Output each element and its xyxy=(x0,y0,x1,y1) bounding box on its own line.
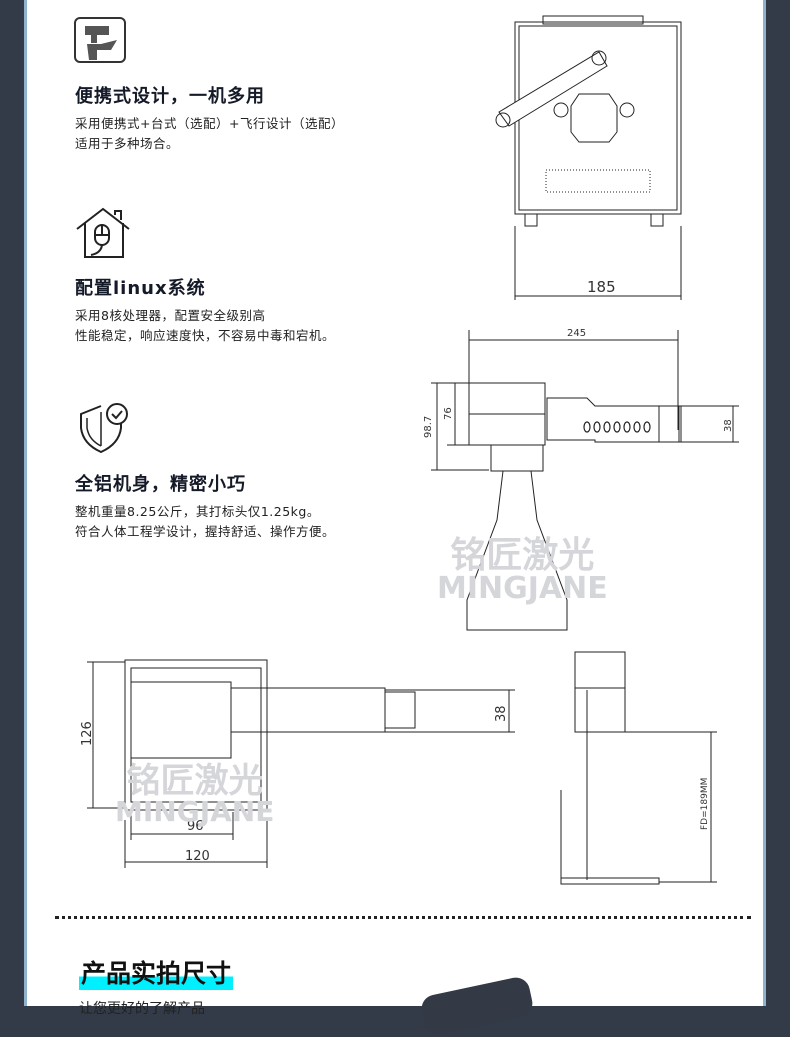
feature-linux: 配置linux系统 采用8核处理器，配置安全级别高 性能稳定，响应速度快，不容易… xyxy=(75,274,335,346)
dim-head-length: 245 xyxy=(567,328,586,339)
watermark-cn: 铭匠激光 xyxy=(126,761,263,801)
section-title: 产品实拍尺寸 xyxy=(79,954,234,990)
dim-top-height: 126 xyxy=(80,721,95,746)
dim-barrel-dia: 38 xyxy=(723,419,734,432)
feature-line: 整机重量8.25公斤，其打标头仅1.25kg。 xyxy=(75,504,320,519)
feature-line: 采用8核处理器，配置安全级别高 xyxy=(75,308,266,323)
dotted-divider xyxy=(55,916,751,919)
section-subtitle: 让您更好的了解产品 xyxy=(79,1001,205,1017)
dim-top-barrel: 38 xyxy=(494,705,509,722)
feature-title: 配置linux系统 xyxy=(75,278,206,299)
feature-line: 性能稳定，响应速度快，不容易中毒和宕机。 xyxy=(75,328,336,343)
front-view-drawing xyxy=(495,15,682,300)
top-view-drawing xyxy=(87,659,515,868)
feature-portable: 便携式设计，一机多用 采用便携式+台式（选配）+飞行设计（选配） 适用于多种场合… xyxy=(75,82,344,154)
house-mouse-icon xyxy=(76,207,130,258)
shield-check-icon xyxy=(80,403,128,454)
dim-top-inner-width: 96 xyxy=(187,819,204,834)
dim-front-width: 185 xyxy=(587,278,616,296)
watermark-cn: 铭匠激光 xyxy=(450,535,595,576)
technical-drawings: 185 245 98.7 76 38 126 38 96 120 FD=189M… xyxy=(80,15,739,885)
feature-line: 适用于多种场合。 xyxy=(75,136,180,151)
side-view-drawing xyxy=(431,330,739,631)
feature-line: 采用便携式+台式（选配）+飞行设计（选配） xyxy=(75,116,344,131)
feature-title: 全铝机身，精密小巧 xyxy=(75,474,246,495)
feature-title: 便携式设计，一机多用 xyxy=(75,86,265,107)
hand-held-marker-icon xyxy=(74,17,126,63)
feature-aluminum: 全铝机身，精密小巧 整机重量8.25公斤，其打标头仅1.25kg。 符合人体工程… xyxy=(75,470,335,542)
page: 便携式设计，一机多用 采用便携式+台式（选配）+飞行设计（选配） 适用于多种场合… xyxy=(24,0,766,1037)
stand-view-drawing xyxy=(560,651,717,885)
dim-head-height-total: 98.7 xyxy=(423,416,434,438)
dim-head-height: 76 xyxy=(443,407,454,420)
watermark-en: MINGJANE xyxy=(437,571,608,606)
dim-top-width: 120 xyxy=(185,849,210,864)
feature-line: 符合人体工程学设计，握持舒适、操作方便。 xyxy=(75,524,336,539)
dim-focal-distance: FD=189MM xyxy=(700,778,710,830)
watermark-en: MINGJANE xyxy=(115,795,275,828)
